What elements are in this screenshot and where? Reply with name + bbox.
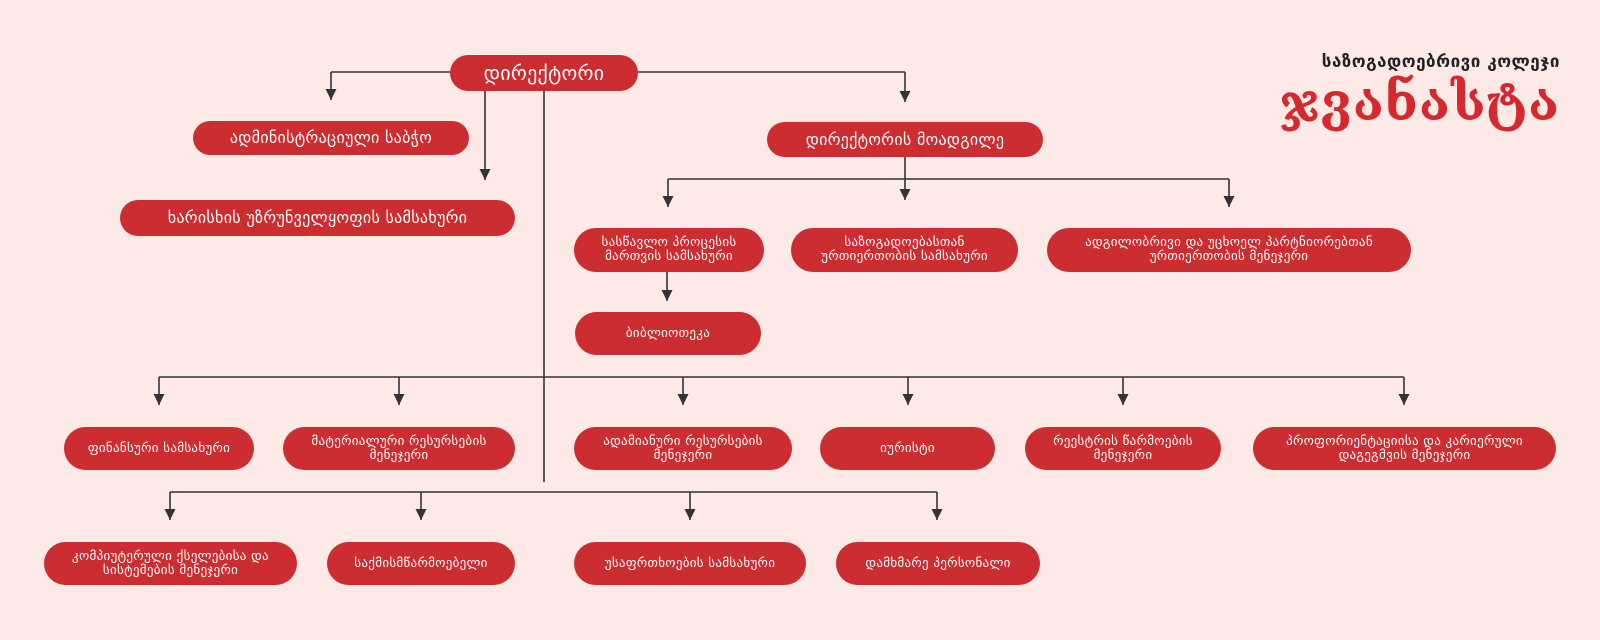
- node-human-resources-line2: მენეჯერი: [653, 447, 713, 463]
- node-security: უსაფრთხოების სამსახური: [574, 542, 806, 585]
- node-public-relations-line2: ურთიერთობის სამსახური: [821, 249, 988, 264]
- node-director-label: დირექტორი: [483, 61, 605, 85]
- node-public-relations-line1: საზოგადოებასთან: [844, 235, 965, 250]
- node-deputy-director: დირექტორის მოადგილე: [767, 122, 1043, 157]
- node-admin-office: ადმინისტრაციული საბჭო: [193, 121, 469, 155]
- node-library: ბიბლიოთეკა: [575, 312, 761, 355]
- node-finance-label: ფინანსური სამსახური: [87, 440, 231, 456]
- node-registry-line1: რეესტრის წარმოების: [1053, 433, 1193, 449]
- node-material-resources-line1: მატერიალური რესურსების: [311, 433, 487, 449]
- node-material-resources-line2: მენეჯერი: [369, 447, 429, 463]
- node-career-line2: დაგეგმვის მენეჯერი: [1338, 447, 1471, 463]
- node-partners-manager-line2: ურთიერთობის მენეჯერი: [1149, 249, 1309, 264]
- node-computer-networks: კომპიუტერული ქსელებისა და სისტემების მენ…: [44, 542, 297, 585]
- node-learning-process-line1: სასწავლო პროცესის: [601, 235, 737, 250]
- node-human-resources-line1: ადამიანური რესურსების: [603, 433, 763, 449]
- node-deputy-director-label: დირექტორის მოადგილე: [805, 129, 1005, 149]
- node-library-label: ბიბლიოთეკა: [625, 325, 711, 341]
- node-computer-networks-line2: სისტემების მენეჯერი: [102, 562, 239, 578]
- node-support-staff: დამხმარე პერსონალი: [836, 542, 1040, 585]
- node-director: დირექტორი: [450, 55, 638, 91]
- node-registry-line2: მენეჯერი: [1093, 447, 1153, 463]
- node-material-resources: მატერიალური რესურსების მენეჯერი: [283, 427, 515, 470]
- node-registry: რეესტრის წარმოების მენეჯერი: [1025, 427, 1221, 470]
- node-partners-manager: ადგილობრივი და უცხოელ პარტნიორებთან ურთი…: [1047, 228, 1411, 272]
- node-lawyer-label: იურისტი: [880, 440, 935, 456]
- brand-logo-name: ჯვანასტა: [1279, 72, 1560, 133]
- node-finance: ფინანსური სამსახური: [64, 427, 254, 470]
- node-computer-networks-line1: კომპიუტერული ქსელებისა და: [72, 548, 269, 564]
- node-career: პროფორიენტაციისა და კარიერული დაგეგმვის …: [1253, 427, 1556, 470]
- node-learning-process-line2: მართვის სამსახური: [605, 249, 733, 264]
- node-clerk: საქმისმწარმოებელი: [327, 542, 515, 585]
- node-clerk-label: საქმისმწარმოებელი: [354, 555, 488, 571]
- node-learning-process: სასწავლო პროცესის მართვის სამსახური: [574, 228, 764, 272]
- brand-subtitle: საზოგადოებრივი კოლეჯი: [1321, 52, 1560, 72]
- node-support-staff-label: დამხმარე პერსონალი: [865, 555, 1011, 571]
- node-human-resources: ადამიანური რესურსების მენეჯერი: [574, 427, 792, 470]
- node-quality-service-label: ხარისხის უზრუნველყოფის სამსახური: [167, 208, 468, 227]
- node-security-label: უსაფრთხოების სამსახური: [604, 555, 776, 571]
- node-public-relations: საზოგადოებასთან ურთიერთობის სამსახური: [791, 228, 1018, 272]
- node-partners-manager-line1: ადგილობრივი და უცხოელ პარტნიორებთან: [1085, 235, 1373, 250]
- node-admin-office-label: ადმინისტრაციული საბჭო: [229, 128, 433, 147]
- node-career-line1: პროფორიენტაციისა და კარიერული: [1286, 433, 1523, 449]
- node-quality-service: ხარისხის უზრუნველყოფის სამსახური: [120, 200, 515, 236]
- node-lawyer: იურისტი: [820, 427, 995, 470]
